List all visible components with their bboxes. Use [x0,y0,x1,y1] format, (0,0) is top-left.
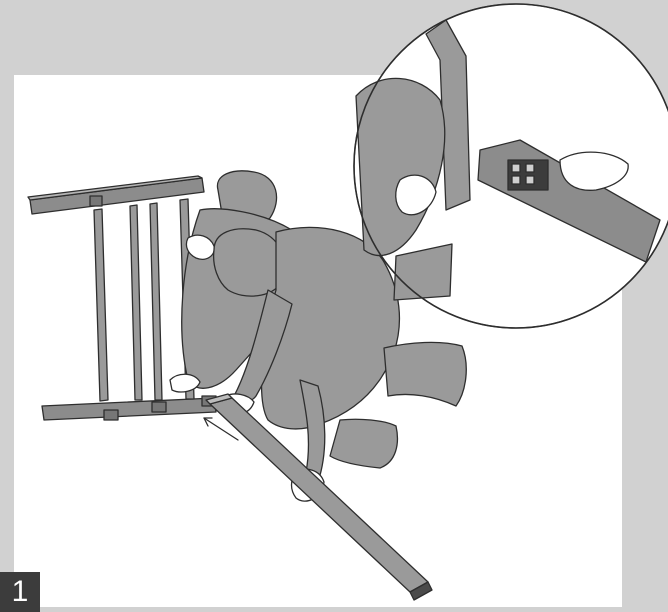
step-number-badge: 1 [0,572,40,612]
detail-closeup [354,4,668,328]
